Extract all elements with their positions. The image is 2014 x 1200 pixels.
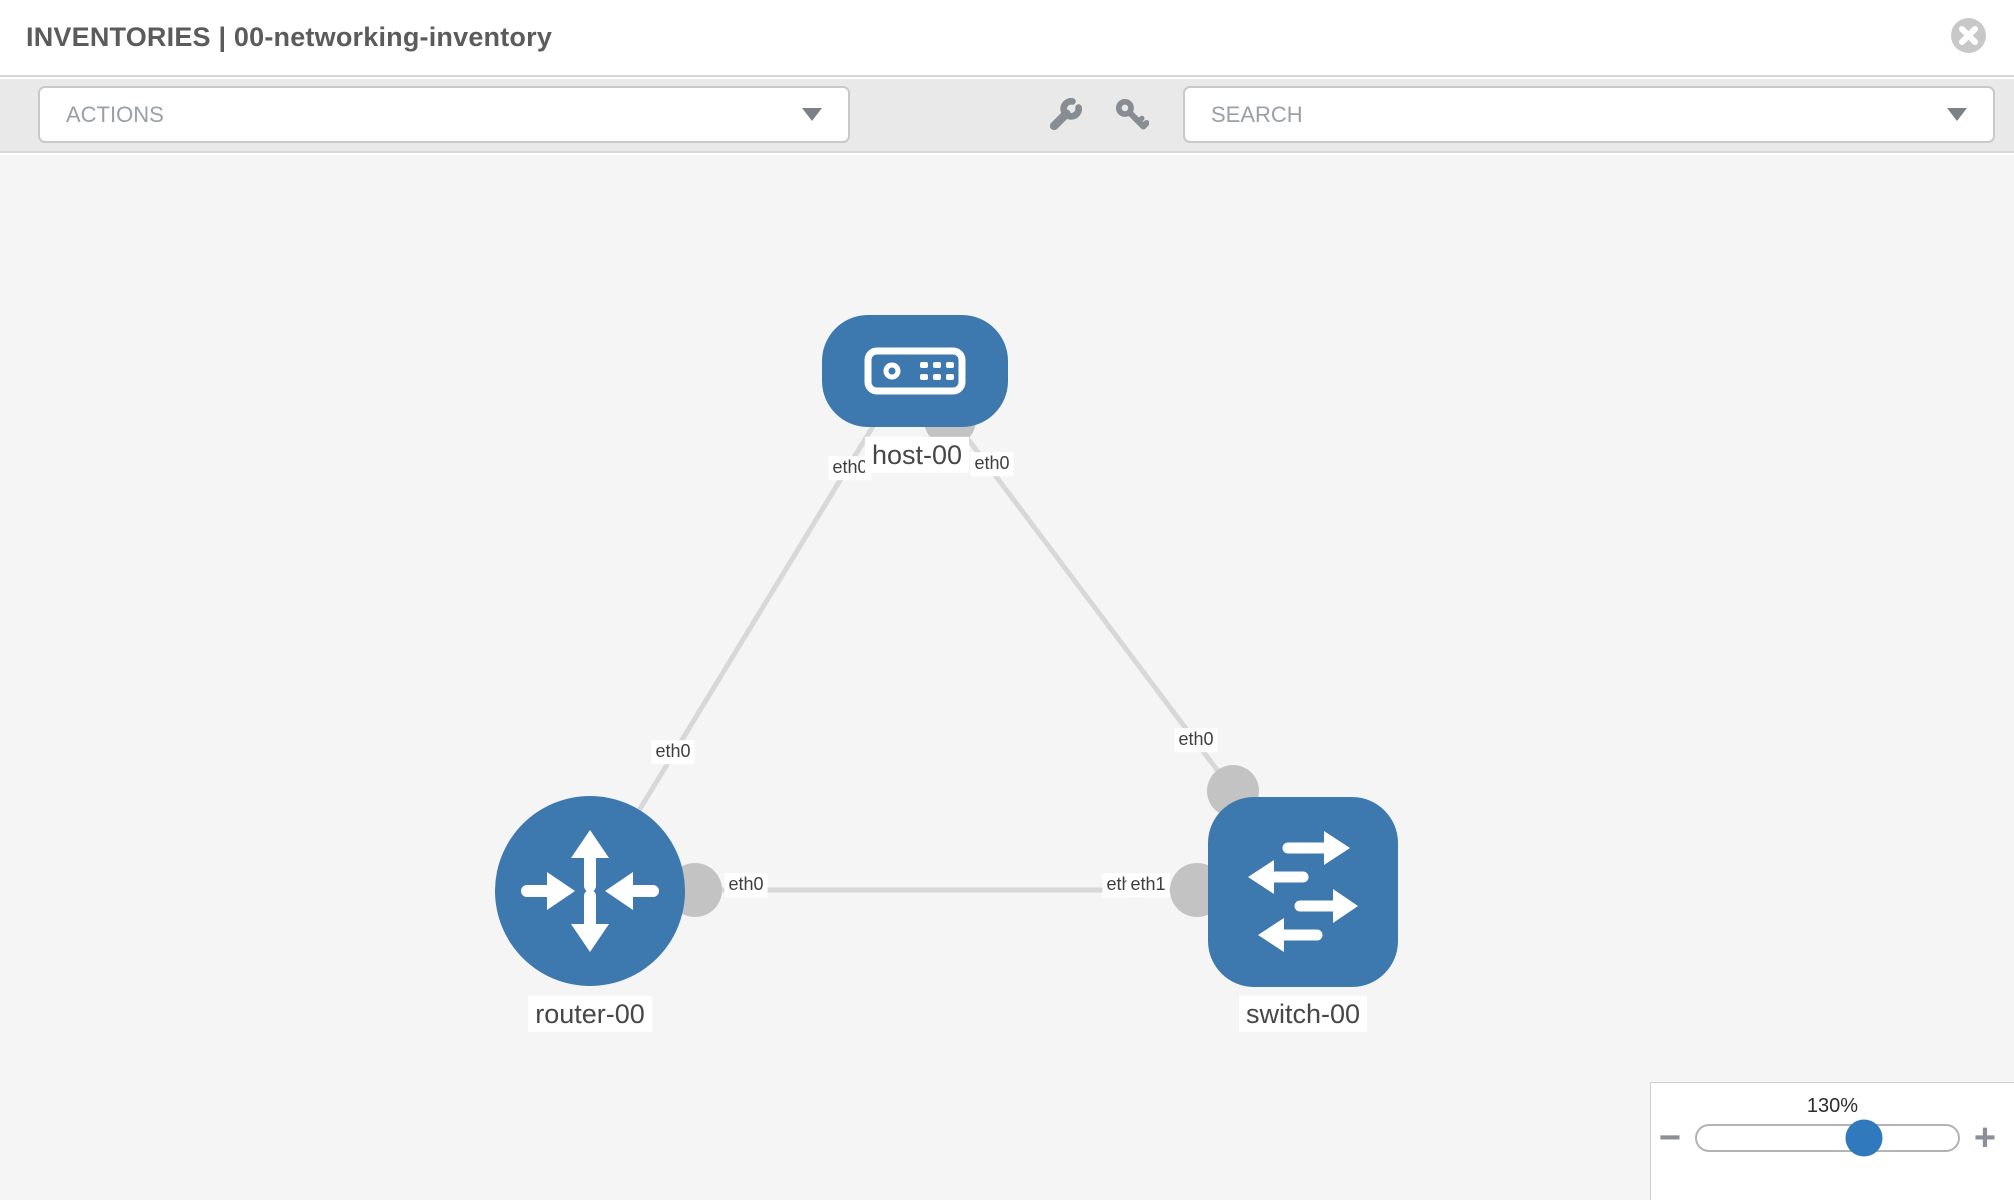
chevron-down-icon <box>1947 108 1967 121</box>
node-host-00[interactable] <box>822 315 1008 427</box>
zoom-controls: − + <box>1651 1117 2014 1159</box>
zoom-slider-handle[interactable] <box>1845 1119 1883 1157</box>
key-icon[interactable] <box>1115 97 1149 133</box>
router-icon <box>521 830 659 952</box>
zoom-slider[interactable] <box>1695 1119 1960 1157</box>
host-icon <box>864 347 966 395</box>
search-dropdown-label: SEARCH <box>1211 101 1303 127</box>
zoom-in-button[interactable]: + <box>1973 1117 1997 1159</box>
actions-dropdown[interactable]: ACTIONS <box>38 86 850 143</box>
wrench-icon[interactable] <box>1048 97 1082 133</box>
actions-dropdown-label: ACTIONS <box>66 101 164 127</box>
close-icon <box>1951 18 1986 53</box>
chevron-down-icon <box>802 108 822 121</box>
header: INVENTORIES | 00-networking-inventory <box>0 0 2014 77</box>
page-title: INVENTORIES | 00-networking-inventory <box>26 22 553 52</box>
toolbar: ACTIONS SEARCH <box>0 79 2014 153</box>
switch-icon <box>1248 831 1358 952</box>
zoom-panel: 130% − + <box>1650 1082 2014 1200</box>
node-router-00[interactable] <box>495 796 685 986</box>
toolbar-tools <box>1048 97 1149 133</box>
zoom-level: 130% <box>1806 1095 1859 1117</box>
zoom-out-button[interactable]: − <box>1658 1117 1682 1159</box>
link-host-00-switch-00[interactable] <box>950 416 1235 793</box>
close-button[interactable] <box>1950 17 1987 54</box>
search-dropdown[interactable]: SEARCH <box>1183 86 1995 143</box>
topology-graph <box>495 315 1398 987</box>
node-switch-00[interactable] <box>1208 797 1398 987</box>
